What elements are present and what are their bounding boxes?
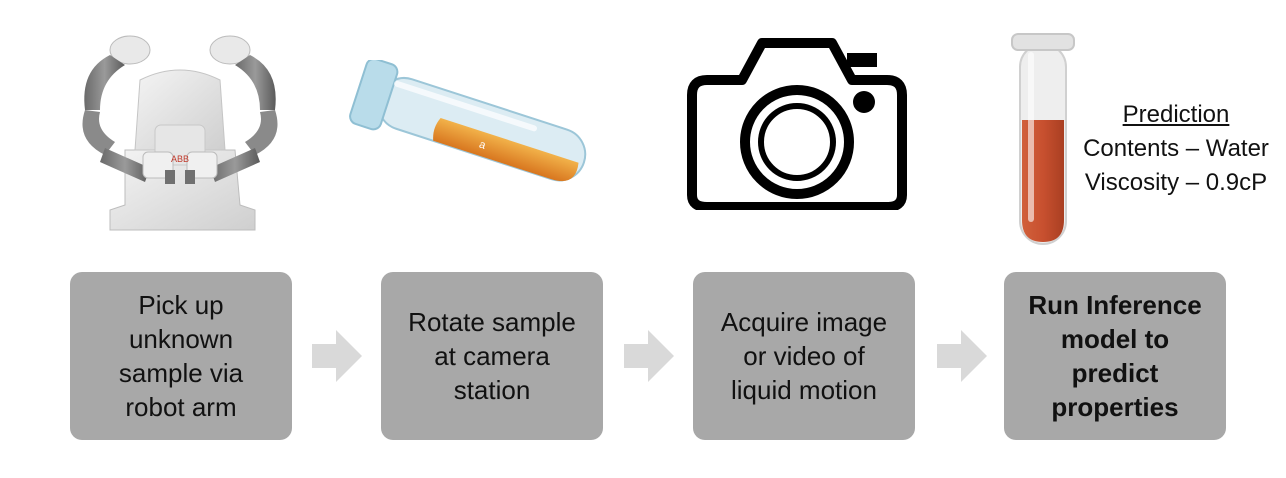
prediction-viscosity: Viscosity – 0.9cP [1084,169,1268,196]
robot-arm-icon: ABB [82,35,278,231]
prediction-heading: Prediction [1122,101,1230,128]
right-arrow-icon [312,330,362,382]
step-box-inference: Run Inference model to predict propertie… [1004,272,1226,440]
tube-label: a [478,139,488,153]
camera-icon [687,38,907,210]
prediction-panel: Prediction Contents – Water Viscosity – … [1066,98,1286,200]
test-tube-upright-icon [1011,33,1075,245]
right-arrow-icon [624,330,674,382]
step-box-pick-up: Pick up unknown sample via robot arm [70,272,292,440]
test-tube-tilted-icon: a [349,60,587,182]
right-arrow-icon [937,330,987,382]
robot-brand-label: ABB [171,154,189,164]
prediction-contents: Contents – Water [1083,135,1269,162]
step-box-acquire: Acquire image or video of liquid motion [693,272,915,440]
step-box-rotate: Rotate sample at camera station [381,272,603,440]
